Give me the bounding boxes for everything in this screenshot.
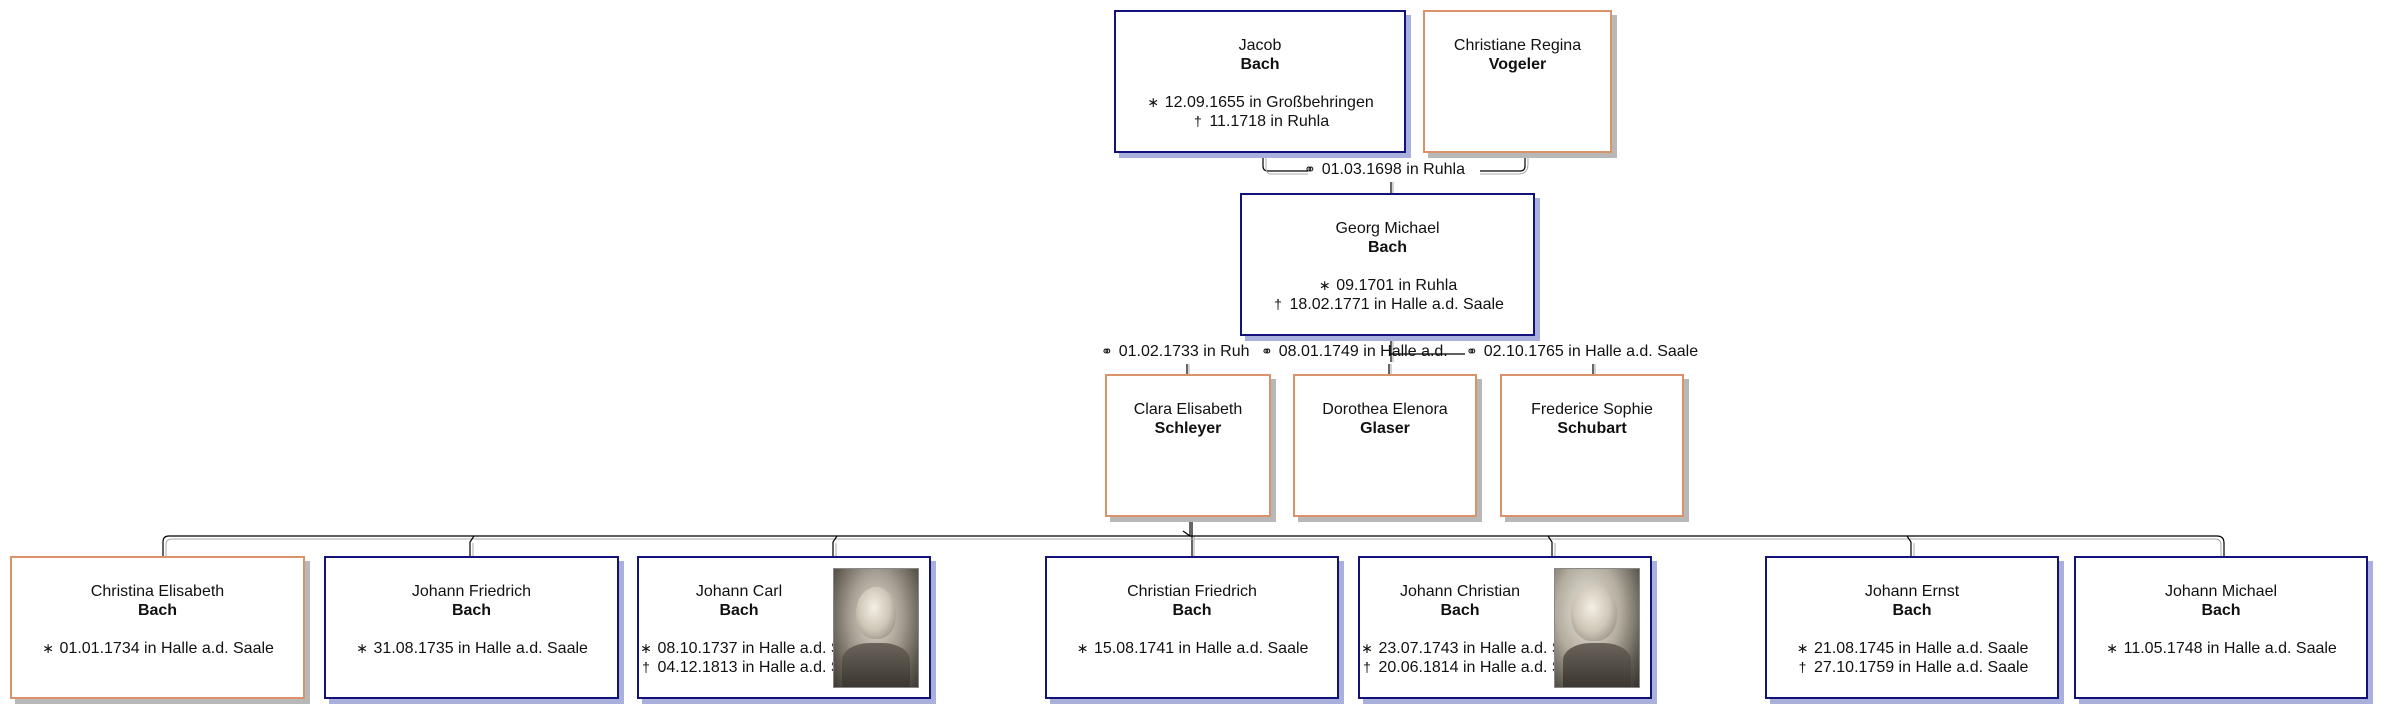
death-event: † 04.12.1813 in Halle a.d. Saale [639, 658, 872, 677]
text-column: Johann Carl Bach ∗ 08.10.1737 in Halle a… [639, 558, 872, 677]
given-name: Dorothea Elenora [1322, 401, 1448, 418]
birth-event: ∗ 09.1701 in Ruhla [1318, 277, 1458, 294]
life-events: ∗ 21.08.1745 in Halle a.d. Saale † 27.10… [1767, 639, 2057, 677]
death-icon: † [1798, 659, 1807, 675]
birth-icon: ∗ [1318, 277, 1331, 293]
grandparents-marriage-connector [1262, 153, 1529, 193]
birth-icon: ∗ [640, 640, 652, 656]
given-name: Johann Christian [1399, 583, 1521, 600]
surname: Bach [1892, 602, 1932, 619]
birth-event: ∗ 15.08.1741 in Halle a.d. Saale [1076, 640, 1309, 657]
marriage-label-spouse-2: ⚭08.01.1749 in Halle a.d. [1261, 343, 1448, 360]
birth-event: ∗ 08.10.1737 in Halle a.d. Saale [640, 640, 872, 657]
birth-icon: ∗ [1796, 640, 1809, 656]
surname: Bach [137, 602, 178, 619]
life-events: ∗ 11.05.1748 in Halle a.d. Saale [2076, 639, 2366, 658]
given-name: Frederice Sophie [1531, 401, 1653, 418]
surname: Schleyer [1154, 420, 1222, 437]
portrait-body [1563, 643, 1631, 687]
life-events: ∗ 31.08.1735 in Halle a.d. Saale [326, 639, 617, 658]
death-icon: † [1193, 113, 1202, 129]
portrait-photo[interactable] [1554, 568, 1640, 688]
death-event: † 18.02.1771 in Halle a.d. Saale [1242, 295, 1533, 314]
marriage-rings-icon: ⚭ [1466, 343, 1478, 359]
life-events: ∗ 09.1701 in Ruhla † 18.02.1771 in Halle… [1242, 276, 1533, 314]
given-name: Georg Michael [1335, 220, 1440, 237]
birth-icon: ∗ [42, 640, 54, 656]
given-name: Jacob [1238, 37, 1282, 54]
person-box-child[interactable]: Johann Michael Bach ∗ 11.05.1748 in Hall… [2074, 556, 2368, 699]
surname: Bach [1367, 239, 1408, 256]
birth-icon: ∗ [1076, 640, 1089, 656]
portrait-body [842, 643, 910, 687]
person-box-spouse[interactable]: Clara Elisabeth Schleyer [1105, 374, 1271, 517]
portrait-face [856, 587, 896, 639]
life-events: ∗ 01.01.1734 in Halle a.d. Saale [12, 639, 303, 658]
surname: Schubart [1557, 420, 1627, 437]
person-box-child[interactable]: Johann Friedrich Bach ∗ 31.08.1735 in Ha… [324, 556, 619, 699]
birth-icon: ∗ [2106, 640, 2119, 656]
person-box-child[interactable]: Johann Christian Bach ∗ 23.07.1743 in Ha… [1358, 556, 1652, 699]
birth-event: ∗ 31.08.1735 in Halle a.d. Saale [356, 640, 588, 657]
given-name: Christiane Regina [1453, 37, 1582, 54]
text-column: Johann Christian Bach ∗ 23.07.1743 in Ha… [1360, 558, 1593, 677]
surname: Glaser [1360, 420, 1410, 437]
life-events: ∗ 15.08.1741 in Halle a.d. Saale [1047, 639, 1337, 658]
birth-event: ∗ 11.05.1748 in Halle a.d. Saale [2106, 640, 2337, 657]
given-name: Clara Elisabeth [1133, 401, 1243, 418]
birth-event: ∗ 01.01.1734 in Halle a.d. Saale [42, 640, 274, 657]
person-box-child[interactable]: Christian Friedrich Bach ∗ 15.08.1741 in… [1045, 556, 1339, 699]
person-box-child[interactable]: Christina Elisabeth Bach ∗ 01.01.1734 in… [10, 556, 305, 699]
marriage-label-grandparents: ⚭01.03.1698 in Ruhla [1304, 161, 1465, 178]
children-connector-bus [162, 520, 2225, 556]
marriage-rings-icon: ⚭ [1304, 161, 1316, 177]
surname: Bach [1440, 602, 1480, 619]
surname: Bach [719, 602, 759, 619]
birth-event: ∗ 21.08.1745 in Halle a.d. Saale [1796, 640, 2029, 657]
surname: Bach [1240, 56, 1280, 73]
given-name: Johann Michael [2164, 583, 2278, 600]
marriage-rings-icon: ⚭ [1261, 343, 1273, 359]
portrait-face [1571, 585, 1617, 641]
birth-event: ∗ 12.09.1655 in Großbehringen [1147, 94, 1374, 111]
life-events: ∗ 12.09.1655 in Großbehringen † 11.1718 … [1116, 93, 1404, 131]
person-box-grandmother[interactable]: Christiane Regina Vogeler [1423, 10, 1612, 153]
person-box-spouse[interactable]: Frederice Sophie Schubart [1500, 374, 1684, 517]
marriage-label-spouse-3: ⚭02.10.1765 in Halle a.d. Saale [1466, 343, 1699, 360]
death-icon: † [642, 659, 650, 675]
given-name: Johann Friedrich [411, 583, 532, 600]
death-event: † 27.10.1759 in Halle a.d. Saale [1767, 658, 2057, 677]
person-box-child[interactable]: Johann Ernst Bach ∗ 21.08.1745 in Halle … [1765, 556, 2059, 699]
death-icon: † [1363, 659, 1371, 675]
death-event: † 20.06.1814 in Halle a.d. Saale [1360, 658, 1593, 677]
marriage-rings-icon: ⚭ [1101, 343, 1113, 359]
given-name: Christina Elisabeth [90, 583, 225, 600]
surname: Bach [1172, 602, 1212, 619]
given-name: Christian Friedrich [1127, 583, 1257, 600]
portrait-photo[interactable] [833, 568, 919, 688]
spouse-connectors [1186, 336, 1596, 374]
life-events: ∗ 23.07.1743 in Halle a.d. Saale † 20.06… [1360, 639, 1593, 677]
given-name: Johann Ernst [1864, 583, 1960, 600]
given-name: Johann Carl [695, 583, 783, 600]
birth-event: ∗ 23.07.1743 in Halle a.d. Saale [1361, 640, 1593, 657]
surname: Bach [2201, 602, 2241, 619]
person-box-focus[interactable]: Georg Michael Bach ∗ 09.1701 in Ruhla † … [1240, 193, 1535, 336]
person-box-grandfather[interactable]: Jacob Bach ∗ 12.09.1655 in Großbehringen… [1114, 10, 1406, 153]
person-box-spouse[interactable]: Dorothea Elenora Glaser [1293, 374, 1477, 517]
birth-icon: ∗ [1147, 94, 1160, 110]
marriage-label-spouse-1: ⚭01.02.1733 in Ruh [1101, 343, 1250, 360]
birth-icon: ∗ [1361, 640, 1373, 656]
birth-icon: ∗ [356, 640, 368, 656]
death-event: † 11.1718 in Ruhla [1116, 112, 1404, 131]
surname: Bach [451, 602, 492, 619]
death-icon: † [1274, 296, 1282, 312]
life-events: ∗ 08.10.1737 in Halle a.d. Saale † 04.12… [639, 639, 872, 677]
person-box-child[interactable]: Johann Carl Bach ∗ 08.10.1737 in Halle a… [637, 556, 931, 699]
surname: Vogeler [1488, 56, 1547, 73]
